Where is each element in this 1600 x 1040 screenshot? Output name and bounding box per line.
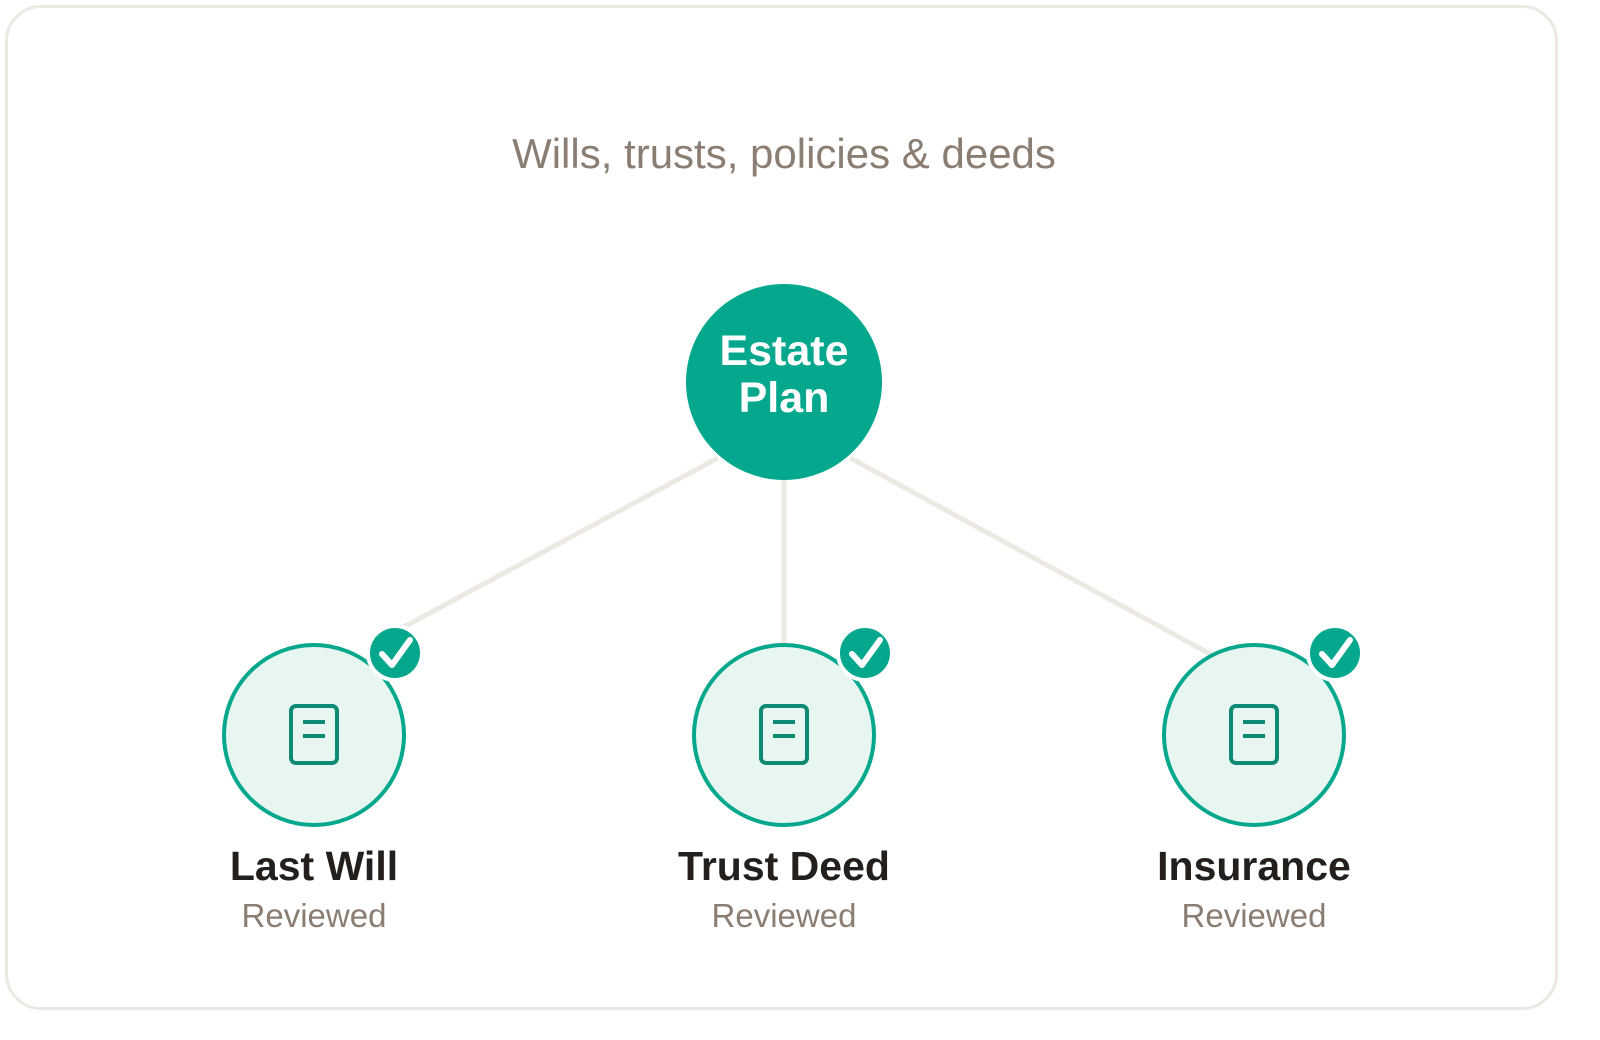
check-icon: [1306, 624, 1364, 682]
root-node-label: Estate Plan: [684, 328, 884, 422]
root-node-estate-plan[interactable]: [686, 284, 882, 480]
connector-insurance: [849, 456, 1215, 658]
document-icon: [1229, 704, 1279, 765]
child-status-last-will: Reviewed: [241, 897, 387, 934]
child-status-insurance: Reviewed: [1181, 897, 1327, 934]
connector-last-will: [397, 456, 719, 632]
child-node-insurance[interactable]: [1162, 624, 1364, 827]
root-label-line2: Plan: [738, 374, 830, 422]
check-icon: [366, 624, 424, 682]
child-label-last-will: Last Will: [229, 843, 399, 889]
child-status-trust-deed: Reviewed: [711, 897, 857, 934]
document-icon: [289, 704, 339, 765]
child-node-last-will[interactable]: [222, 624, 424, 827]
child-label-insurance: Insurance: [1157, 843, 1351, 889]
document-icon: [759, 704, 809, 765]
child-node-trust-deed[interactable]: [692, 624, 894, 827]
child-label-trust-deed: Trust Deed: [678, 843, 890, 889]
root-label-line1: Estate: [719, 327, 849, 375]
check-icon: [836, 624, 894, 682]
diagram-subtitle: Wills, trusts, policies & deeds: [512, 130, 1056, 177]
